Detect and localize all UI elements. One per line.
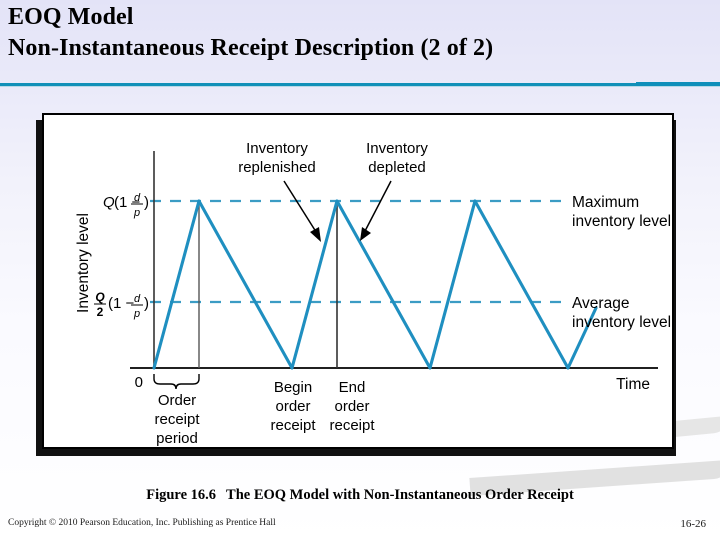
title-divider-rule (0, 82, 720, 87)
divider-segment-right (636, 82, 720, 86)
svg-text:depleted: depleted (368, 159, 426, 176)
svg-text:Begin: Begin (274, 379, 312, 396)
svg-text:order: order (334, 398, 369, 415)
svg-text:period: period (156, 430, 198, 447)
annotation-inventory-replenished: Inventory replenished (238, 140, 321, 242)
annotation-inventory-depleted: Inventory depleted (360, 140, 428, 241)
svg-text:replenished: replenished (238, 159, 316, 176)
arrow-line-replenished (283, 180, 319, 236)
svg-text:p: p (133, 308, 140, 320)
page-title-primary: EOQ Model (8, 4, 134, 30)
divider-segment-left (0, 83, 636, 86)
y-tick-label-average: Q 2 (1 − d p ) (94, 290, 149, 320)
svg-text:receipt: receipt (270, 417, 316, 434)
inventory-level-series (152, 199, 598, 370)
svg-text:(1 −: (1 − (108, 295, 135, 312)
svg-text:Order: Order (158, 392, 196, 409)
arrow-head-replenished (310, 227, 321, 242)
y-axis-title: Inventory level (75, 213, 92, 313)
svg-text:): ) (144, 194, 149, 211)
svg-text:receipt: receipt (154, 411, 200, 428)
svg-text:End: End (339, 379, 366, 396)
svg-text:order: order (275, 398, 310, 415)
svg-text:Inventory: Inventory (366, 140, 428, 157)
svg-text:d: d (134, 293, 141, 305)
page-number: 16-26 (680, 518, 706, 530)
arrow-head-depleted (360, 227, 371, 241)
origin-tick-label: 0 (135, 374, 143, 391)
curly-brace (153, 374, 200, 390)
page-title-secondary: Non-Instantaneous Receipt Description (2… (8, 35, 494, 61)
slide-title-block: EOQ Model Non-Instantaneous Receipt Desc… (8, 2, 712, 64)
eoq-chart: Inventory level Q (1 − d p ) Q 2 (1 − d … (44, 115, 672, 447)
figure-frame: Inventory level Q (1 − d p ) Q 2 (1 − d … (42, 113, 674, 449)
svg-text:d: d (134, 192, 141, 204)
copyright-notice: Copyright © 2010 Pearson Education, Inc.… (8, 518, 276, 528)
arrow-line-depleted (363, 180, 392, 234)
svg-text:): ) (144, 295, 149, 312)
svg-text:Q: Q (103, 194, 115, 211)
annotation-order-receipt-period: Order receipt period (153, 374, 200, 447)
figure-caption-text: The EOQ Model with Non-Instantaneous Ord… (226, 487, 574, 503)
svg-text:Q: Q (95, 290, 105, 304)
svg-text:Inventory: Inventory (246, 140, 308, 157)
annotation-begin-order-receipt: Begin order receipt (270, 379, 316, 434)
figure-caption: Figure 16.6 The EOQ Model with Non-Instan… (0, 487, 720, 504)
svg-text:p: p (133, 207, 140, 219)
figure-caption-number: Figure 16.6 (146, 487, 217, 503)
y-tick-label-maximum: Q (1 − d p ) (103, 192, 149, 219)
svg-text:receipt: receipt (329, 417, 375, 434)
svg-text:2: 2 (97, 305, 104, 319)
divider-segment-hairline (0, 86, 720, 87)
svg-text:(1 −: (1 − (114, 194, 141, 211)
annotation-end-order-receipt: End order receipt (329, 379, 375, 434)
x-axis-title: Time (616, 376, 650, 393)
